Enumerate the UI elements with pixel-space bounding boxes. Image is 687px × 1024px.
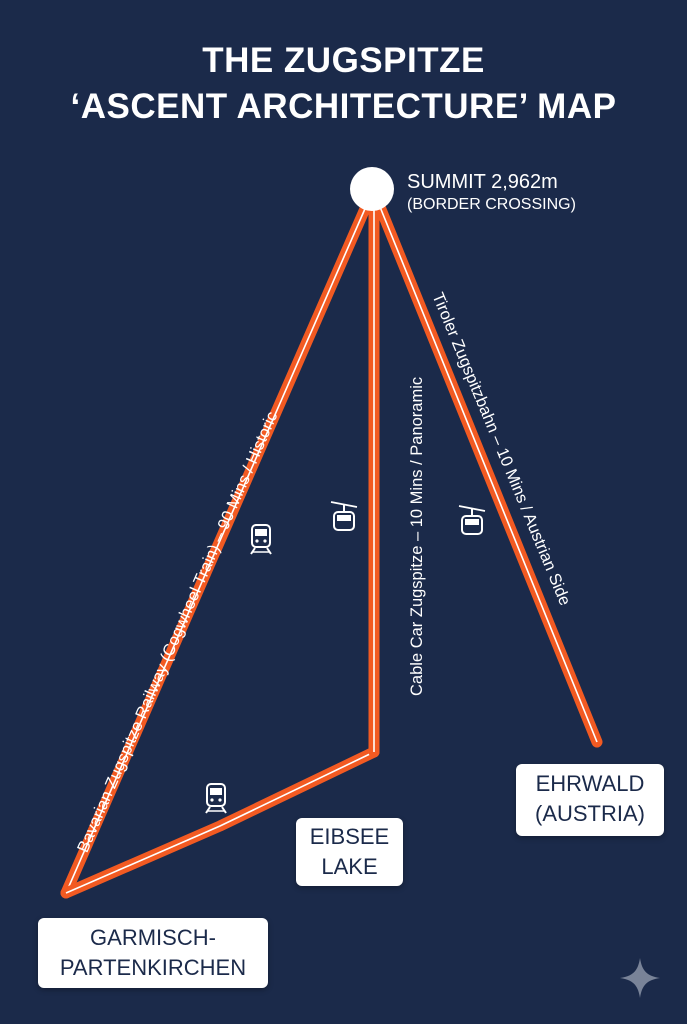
station-ehrwald-line-2: (AUSTRIA) <box>535 801 645 826</box>
station-eibsee-line-1: EIBSEE <box>309 824 390 849</box>
sparkle-icon <box>620 958 660 998</box>
summit-marker[interactable] <box>350 167 394 211</box>
train-icon <box>205 783 227 814</box>
route-railway-lower[interactable] <box>60 746 380 899</box>
map-title-line-1: THE ZUGSPITZE <box>202 41 485 80</box>
train-icon <box>250 524 272 555</box>
station-eibsee-line-2: LAKE <box>321 854 378 879</box>
station-garmisch-line-1: GARMISCH- <box>90 925 216 950</box>
summit-label: SUMMIT 2,962m <box>407 171 558 193</box>
station-eibsee[interactable]: EIBSEE LAKE <box>296 818 403 886</box>
station-garmisch-line-2: PARTENKIRCHEN <box>59 955 247 980</box>
station-ehrwald[interactable]: EHRWALD (AUSTRIA) <box>516 764 664 836</box>
gondola-icon <box>330 501 358 531</box>
station-garmisch[interactable]: GARMISCH- PARTENKIRCHEN <box>38 918 268 988</box>
route-railway[interactable] <box>60 189 377 899</box>
station-ehrwald-line-1: EHRWALD <box>535 771 645 796</box>
gondola-icon <box>458 505 486 535</box>
route-tiroler[interactable] <box>370 191 603 748</box>
route-label-cable-car: Cable Car Zugspitze – 10 Mins / Panorami… <box>408 376 426 696</box>
summit-sublabel: (BORDER CROSSING) <box>407 196 576 213</box>
map-title-line-2: ‘ASCENT ARCHITECTURE’ MAP <box>70 87 617 126</box>
